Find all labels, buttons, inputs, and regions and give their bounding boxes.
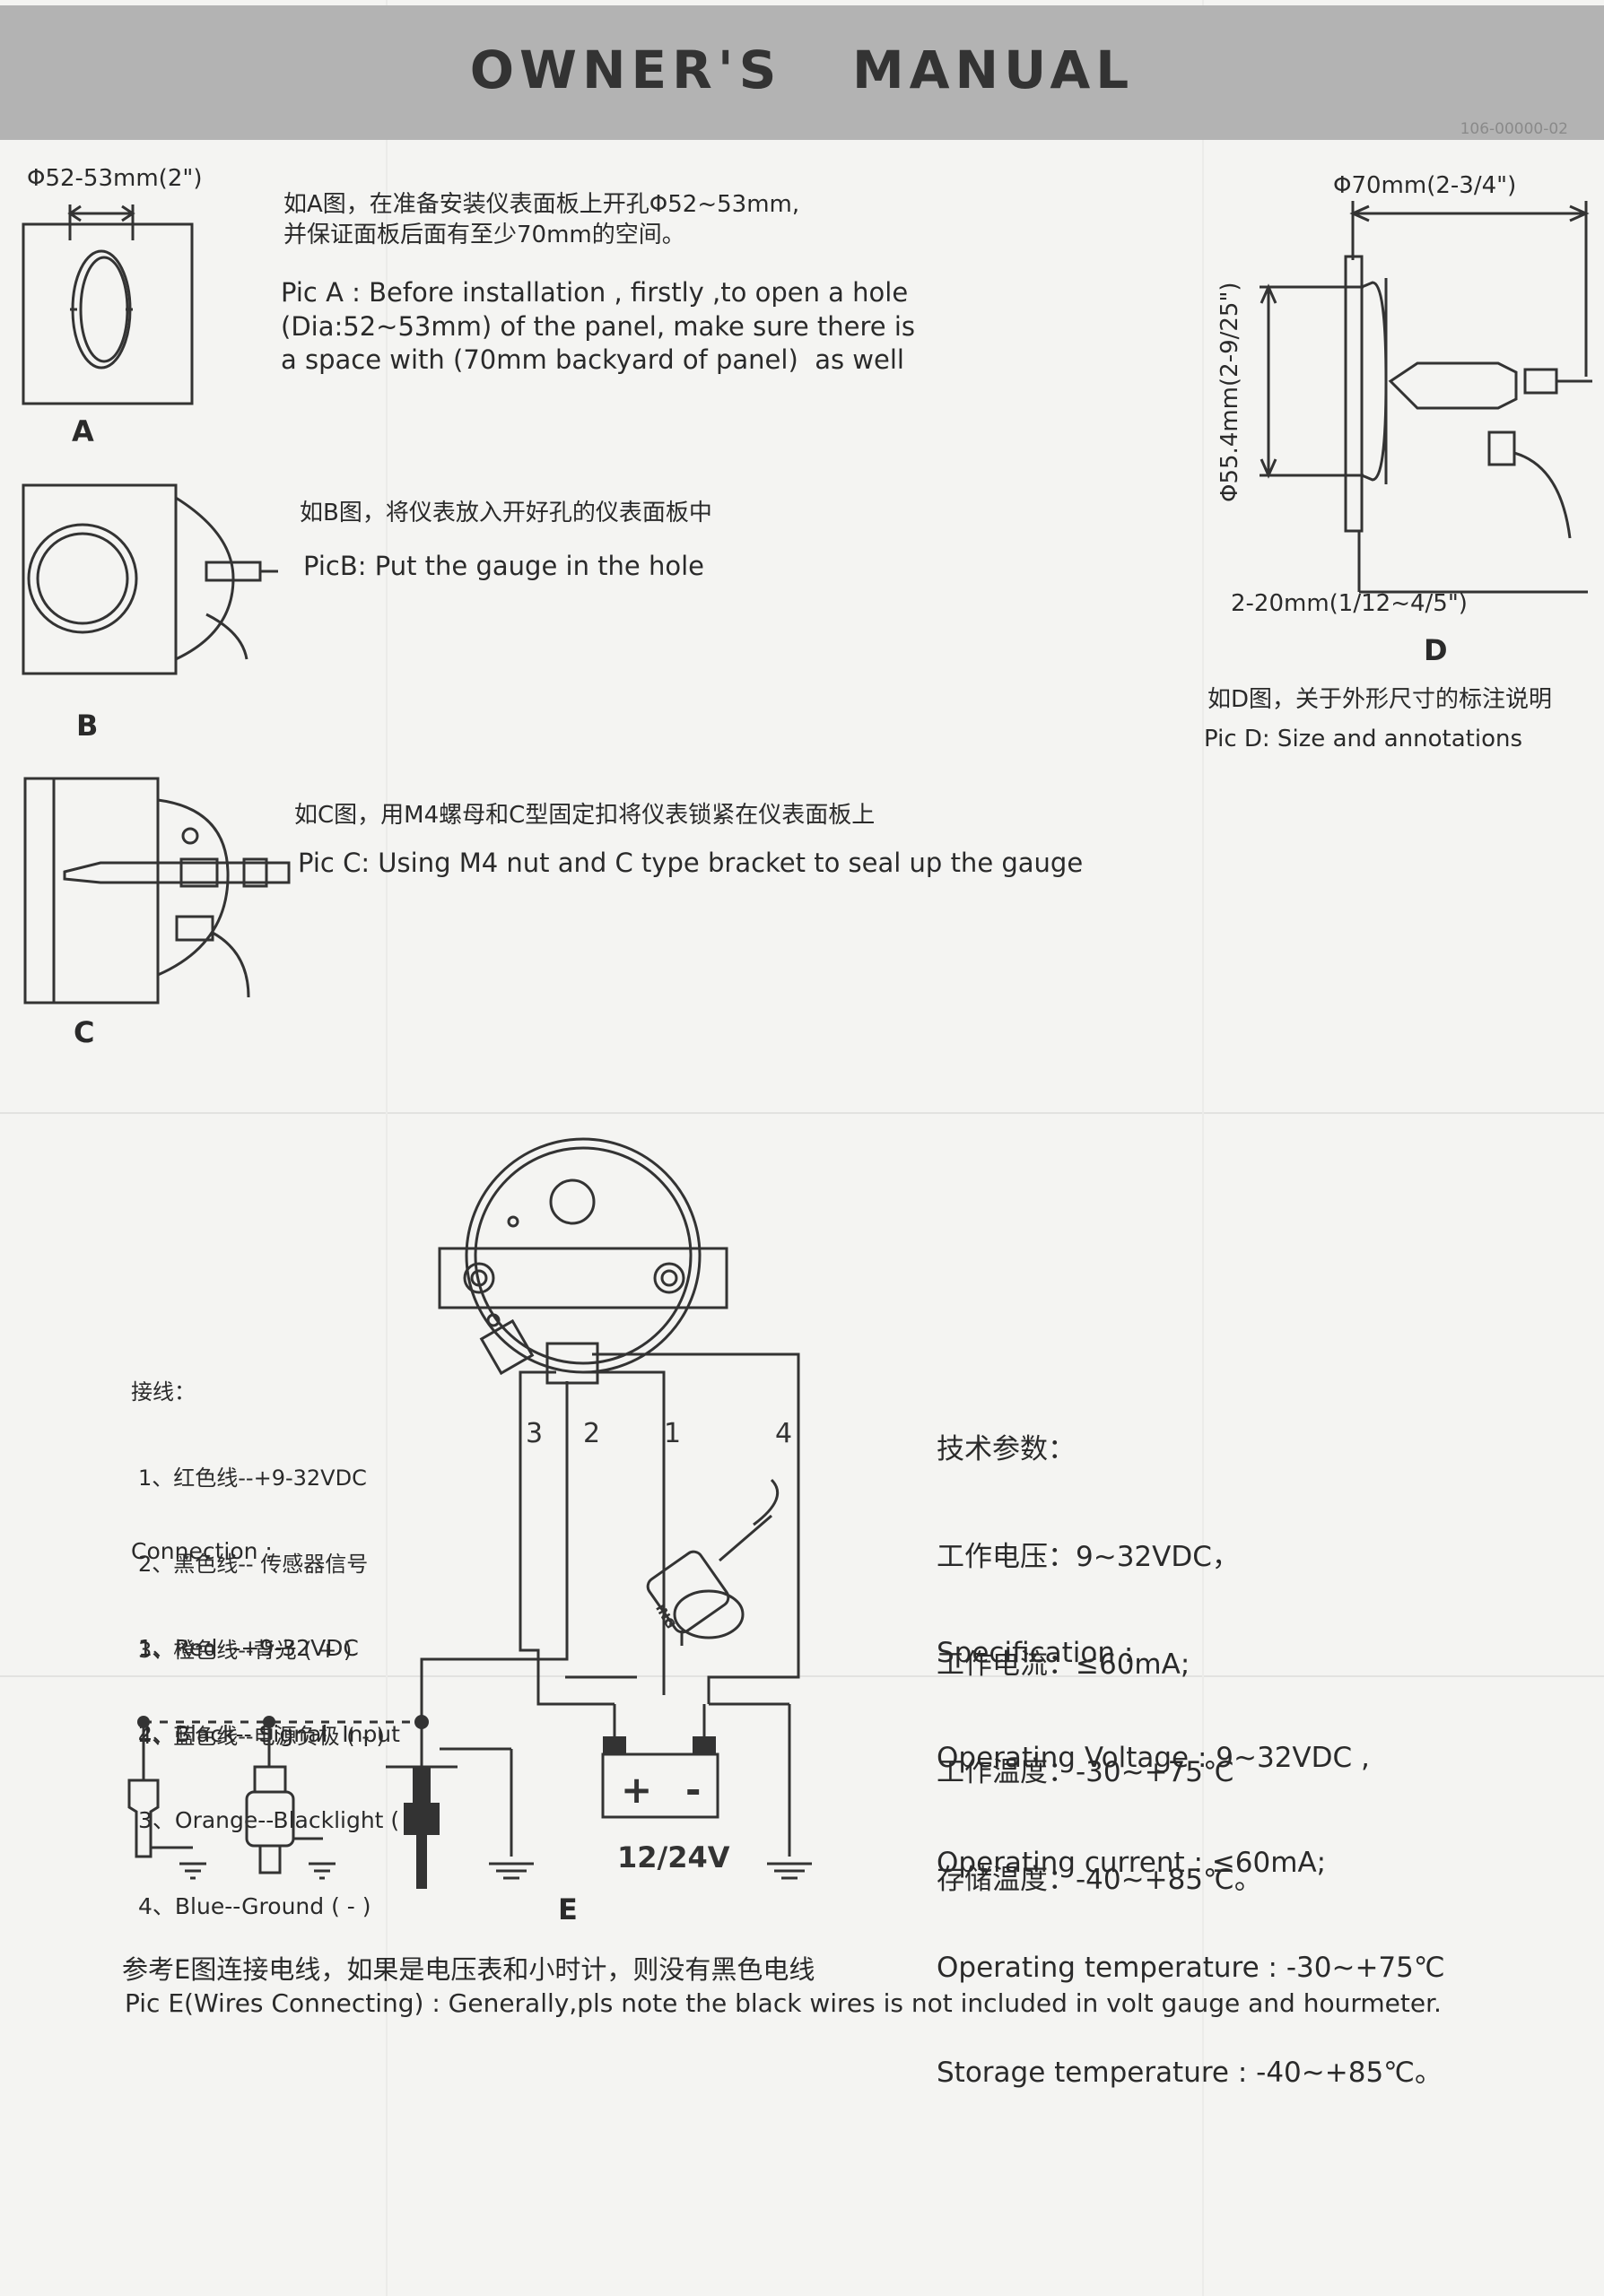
paper-fold bbox=[1202, 0, 1204, 2296]
pic-d-drawing bbox=[1260, 201, 1592, 594]
wire-number-3: 3 bbox=[526, 1418, 543, 1449]
document-code: 106-00000-02 bbox=[1460, 120, 1568, 138]
paper-fold bbox=[0, 1675, 1604, 1677]
pic-b-label: B bbox=[76, 709, 99, 743]
pic-c-label: C bbox=[74, 1015, 95, 1049]
spec-cn-list: 技术参数： 工作电压：9~32VDC， 工作电流：≤60mA; 工作温度：-30… bbox=[937, 1433, 1262, 1896]
pic-e-cn-text: 参考E图连接电线，如果是电压表和小时计，则没有黑色电线 bbox=[122, 1954, 815, 1985]
pic-c-cn-text: 如C图，用M4螺母和C型固定扣将仪表锁紧在仪表面板上 bbox=[294, 802, 876, 829]
pic-b-drawing bbox=[22, 483, 278, 675]
pic-a-label: A bbox=[72, 414, 94, 448]
spec-en-list: Specification : Operating Voltage : 9~32… bbox=[937, 1637, 1445, 2089]
pic-c-en-text: Pic C: Using M4 nut and C type bracket t… bbox=[298, 848, 1084, 878]
wire-number-2: 2 bbox=[583, 1418, 600, 1449]
battery-voltage-label: 12/24V bbox=[617, 1840, 730, 1874]
wire-number-1: 1 bbox=[664, 1418, 681, 1449]
battery-minus: - bbox=[685, 1768, 701, 1812]
pic-b-cn-text: 如B图，将仪表放入开好孔的仪表面板中 bbox=[300, 500, 712, 526]
wiring-en-list: Connection : 1、Red --+9-32VDC 2、Black-- … bbox=[131, 1538, 441, 1919]
wiring-cn-list: 接线： 1、红色线--+9-32VDC 2、黑色线-- 传感器信号 3、橙色线-… bbox=[131, 1379, 385, 1749]
wiring-diagram-e: 3 2 1 4 + - 12/24V ING bbox=[127, 1137, 812, 1889]
pic-d-dimension-width: Φ70mm(2-3/4") bbox=[1333, 172, 1517, 199]
pic-d-cn-text: 如D图，关于外形尺寸的标注说明 bbox=[1207, 686, 1553, 713]
paper-fold bbox=[386, 0, 388, 2296]
paper-fold bbox=[0, 1112, 1604, 1114]
page-title: OWNER'S MANUAL bbox=[469, 39, 1135, 100]
pic-b-en-text: PicB: Put the gauge in the hole bbox=[303, 551, 705, 581]
pic-a-en-text: Pic A : Before installation , firstly ,t… bbox=[281, 277, 916, 376]
pic-d-dimension-panel: 2-20mm(1/12~4/5") bbox=[1231, 590, 1468, 617]
pic-c-drawing bbox=[23, 777, 291, 1004]
pic-d-en-text: Pic D: Size and annotations bbox=[1204, 726, 1523, 752]
wire-number-4: 4 bbox=[775, 1418, 792, 1449]
battery-plus: + bbox=[621, 1768, 652, 1812]
pic-a-drawing bbox=[22, 204, 194, 405]
header-band: OWNER'S MANUAL 106-00000-02 bbox=[0, 5, 1604, 140]
pic-a-cn-text: 如A图，在准备安装仪表面板上开孔Φ52~53mm,并保证面板后面有至少70mm的… bbox=[283, 191, 800, 248]
pic-a-dimension: Φ52-53mm(2") bbox=[27, 165, 203, 192]
pic-e-label: E bbox=[558, 1892, 578, 1926]
pic-d-label: D bbox=[1424, 633, 1448, 667]
pic-e-en-text: Pic E(Wires Connecting) : Generally,pls … bbox=[125, 1988, 1442, 2018]
